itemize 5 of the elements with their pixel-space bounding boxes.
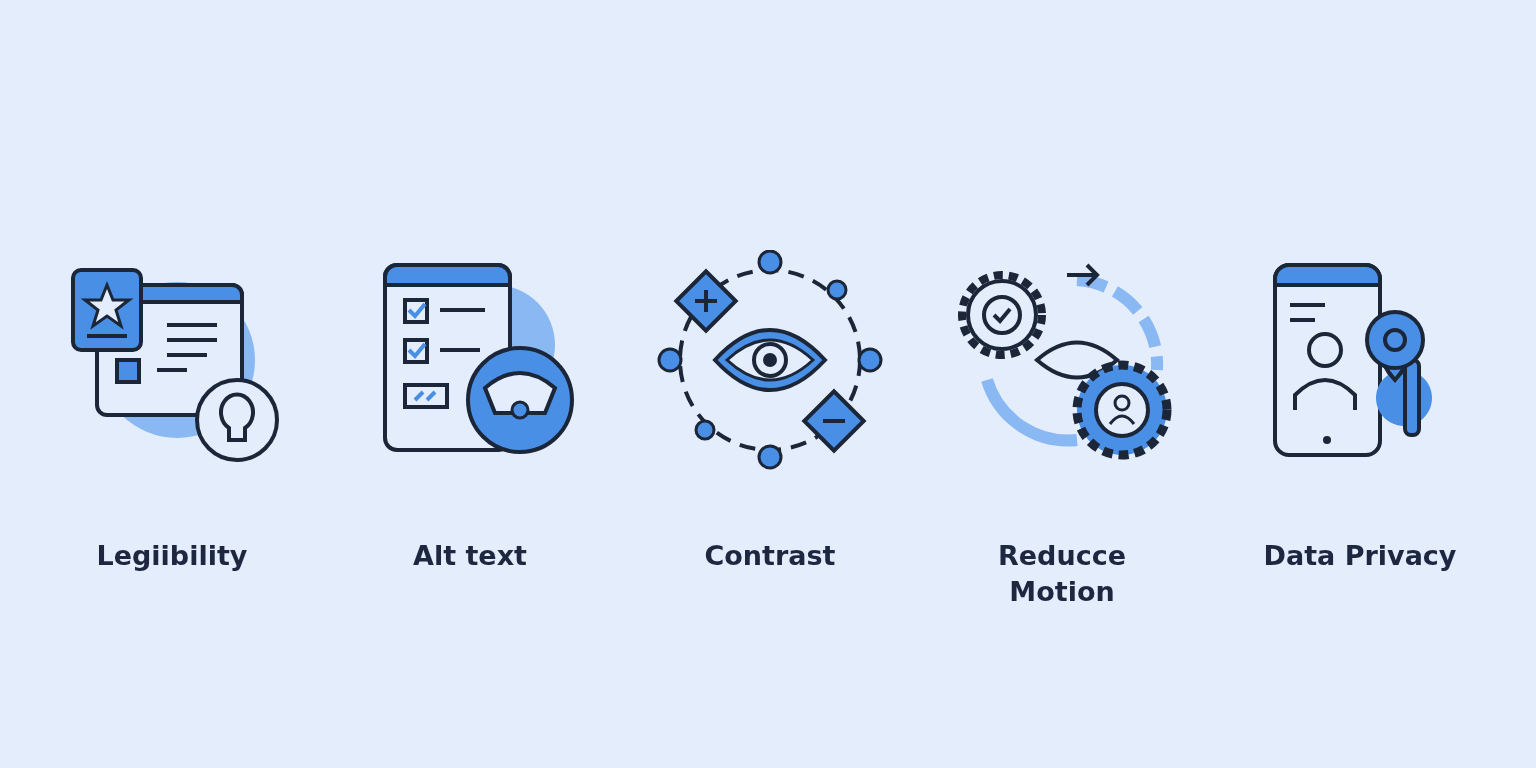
icon-caption: Data Privacy — [1262, 539, 1458, 573]
icon-caption: Reducce Motion — [997, 539, 1127, 609]
icon-caption: Legiibility — [95, 539, 249, 573]
icon-caption: Contrast — [703, 539, 837, 573]
icon-caption: Alt text — [412, 539, 528, 573]
